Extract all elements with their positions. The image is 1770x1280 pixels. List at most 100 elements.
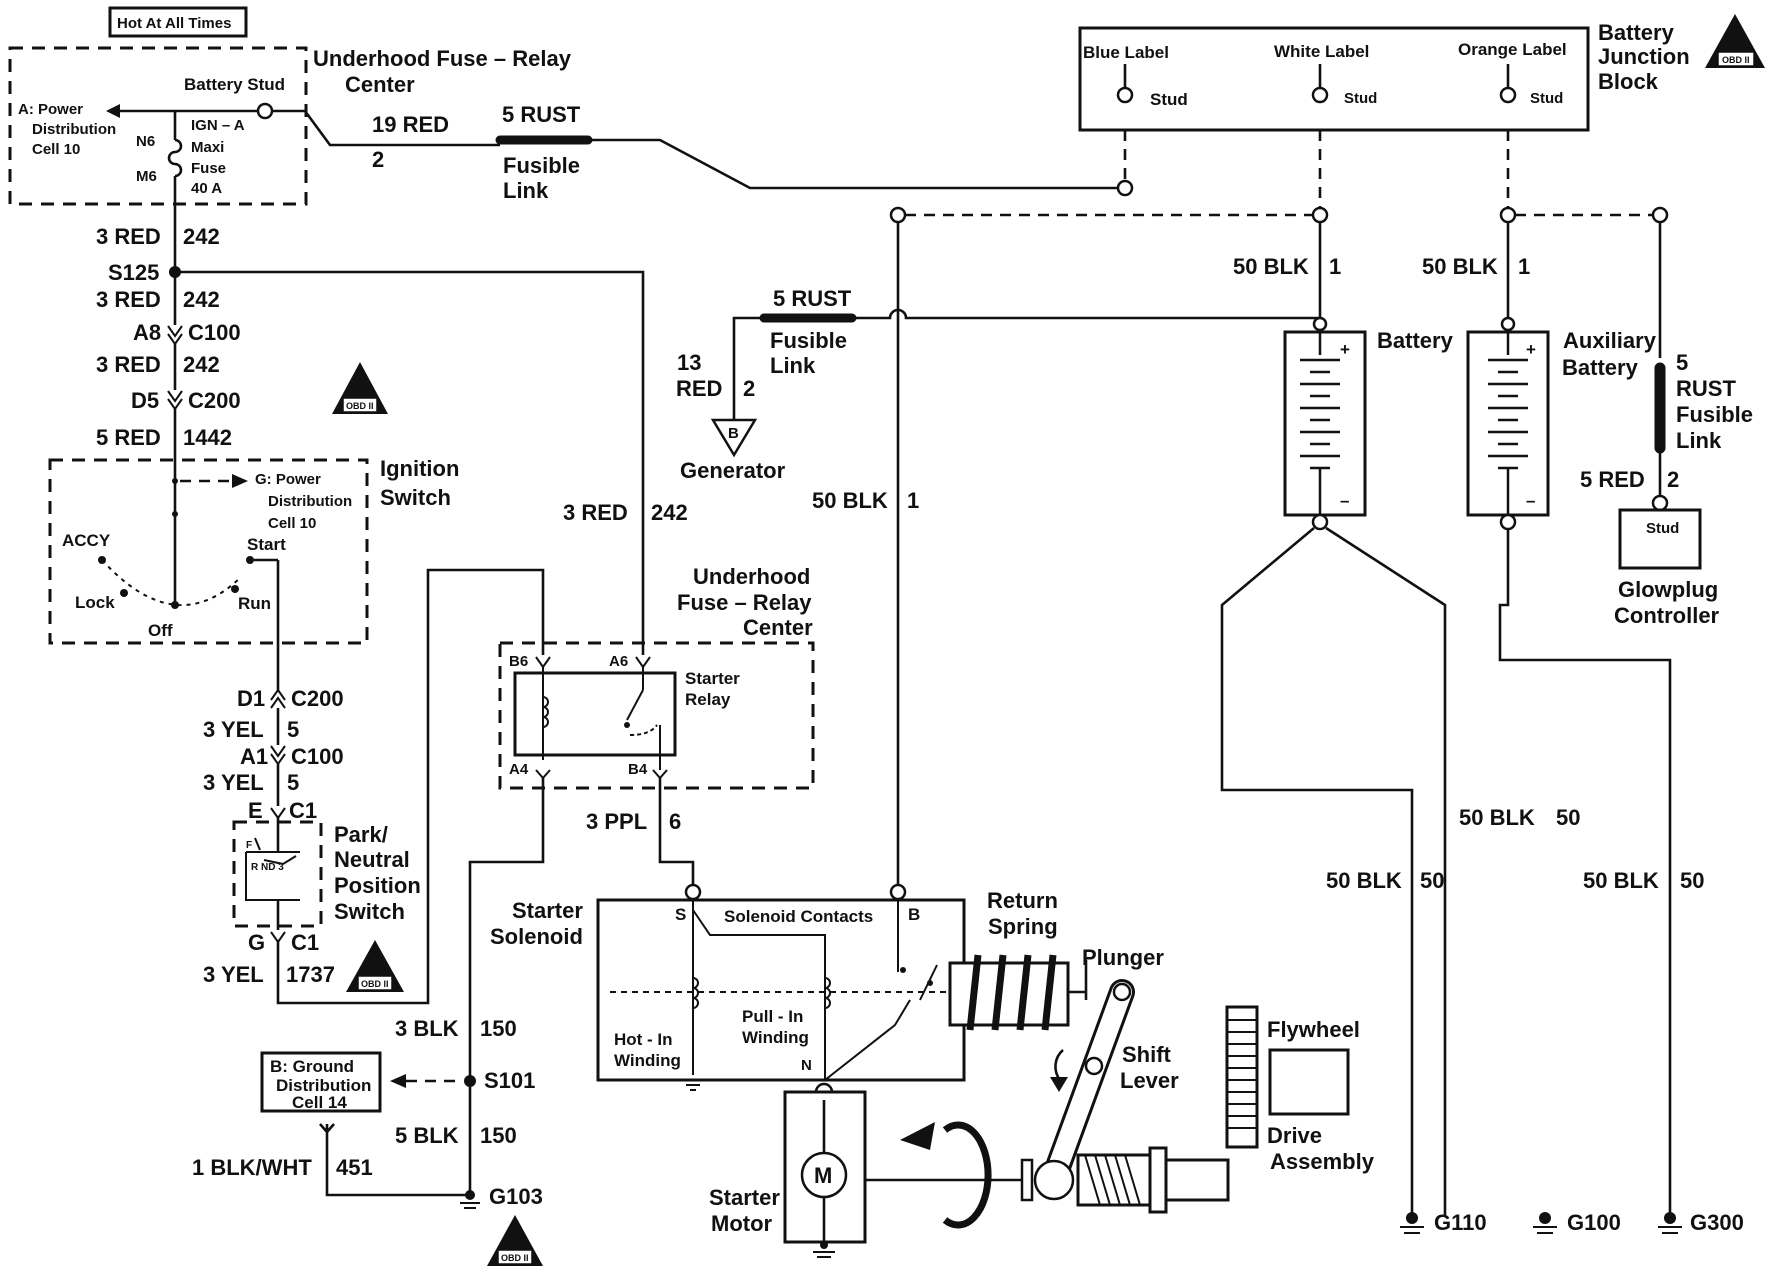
aux-battery-cells: [1488, 332, 1528, 515]
battery-stud-label: Battery Stud: [184, 75, 285, 94]
orange-label: Orange Label: [1458, 40, 1567, 59]
b4-label: B4: [628, 761, 648, 778]
d5-label: D5: [131, 388, 159, 413]
obd-badge-g103: [497, 1249, 533, 1265]
ign-run-point: [231, 585, 239, 593]
aux-neg-terminal: [1499, 513, 1517, 531]
arrow-g-power: [232, 474, 248, 488]
flywheel-block: [1268, 1048, 1350, 1116]
bus-terminal-aux: [1499, 206, 1517, 224]
connector-a4: [535, 769, 551, 780]
ground-symbol-g300: [1658, 1212, 1682, 1234]
shift-lever-inner: [1045, 982, 1132, 1185]
m6-label: M6: [136, 168, 157, 185]
maxi-fuse-2: Maxi: [191, 139, 224, 156]
battery-neg-terminal: [1311, 513, 1329, 531]
ignition-switch-box: [48, 458, 369, 645]
solenoid-b-terminal: [889, 883, 907, 901]
w-2-label: 2: [372, 147, 384, 172]
w-5-rust-label: 5 RUST: [502, 102, 581, 127]
return-spring-2: Spring: [988, 914, 1058, 939]
hot-at-all-times-box: [108, 6, 248, 38]
s125-label: S125: [108, 260, 159, 285]
w-5-red-label: 5 RED: [96, 425, 161, 450]
bus-terminal-glowplug: [1651, 206, 1669, 224]
battery-box: [1283, 330, 1367, 517]
c1-label-2: C1: [291, 930, 319, 955]
w-3-yel-1: 3 YEL: [203, 717, 264, 742]
flywheel-label: Flywheel: [1267, 1017, 1360, 1042]
ign-node-2: [172, 511, 178, 517]
drive-assembly-1: Drive: [1267, 1123, 1322, 1148]
wire-rust-to-bjb: [588, 138, 1118, 190]
wire-battery-g100: [1325, 526, 1447, 1215]
uhfrc-mid-title-2: Fuse – Relay: [677, 590, 812, 615]
drive-collar: [1148, 1146, 1168, 1214]
obd-text-left: OBD II: [346, 401, 374, 411]
gen-b-label: B: [728, 425, 739, 442]
plunger-label: Plunger: [1082, 945, 1164, 970]
bus-terminal-battery: [1311, 206, 1329, 224]
pnp-f: F: [246, 840, 252, 851]
solenoid-contact-2: [927, 980, 933, 986]
connector-a6: [635, 656, 651, 669]
w-50-g100: 50: [1556, 805, 1580, 830]
hot-at-all-times-label: Hot At All Times: [117, 15, 231, 32]
connector-c100-a8: [167, 325, 183, 346]
rust-fusible-3: Fusible: [1676, 402, 1753, 427]
pnp-rnd: R ND 3: [251, 862, 284, 873]
drive-pinion-hatch: [1084, 1154, 1141, 1206]
s-label: S: [675, 905, 686, 924]
battery-label: Battery: [1377, 328, 1454, 353]
w-19-red-label: 19 RED: [372, 112, 449, 137]
ign-off-point: [171, 601, 179, 609]
b-label: B: [908, 905, 920, 924]
pnp-title-4: Switch: [334, 899, 405, 924]
pnp-title-2: Neutral: [334, 847, 410, 872]
uhfrc-mid-title-3: Center: [743, 615, 813, 640]
connector-c1-g: [270, 931, 286, 944]
obd-badge-bjb: [1717, 51, 1755, 67]
run-label: Run: [238, 594, 271, 613]
n6-label: N6: [136, 133, 155, 150]
power-dist-a-1: A: Power: [18, 101, 83, 118]
maxi-fuse-symbol: [167, 138, 183, 178]
ign-accy-point: [98, 556, 106, 564]
relay-switch-spring: [629, 724, 658, 736]
ground-symbol-g100: [1533, 1212, 1557, 1234]
solenoid-pullin-wire: [692, 899, 826, 1080]
wire-1-blkwht-451: [319, 1123, 470, 1197]
stud-blue: [1116, 86, 1134, 104]
solenoid-contacts-label: Solenoid Contacts: [724, 907, 873, 926]
starter-solenoid-2: Solenoid: [490, 924, 583, 949]
w-150-2: 150: [480, 1123, 517, 1148]
stud-orange: [1499, 86, 1517, 104]
w-50-blk-g110: 50 BLK: [1326, 868, 1402, 893]
w-3-blk-label: 3 BLK: [395, 1016, 459, 1041]
battery-minus: –: [1340, 491, 1349, 510]
solenoid-ground-symbol: [682, 1079, 704, 1091]
fusible-link-top-2: Link: [503, 178, 549, 203]
blue-label: Blue Label: [1083, 43, 1169, 62]
underhood-fuse-relay-box-top: [8, 46, 308, 206]
w-1-aux: 1: [1518, 254, 1530, 279]
w-242-2: 242: [183, 287, 220, 312]
stud-blue-label: Stud: [1150, 90, 1188, 109]
relay-switch-contact: [624, 722, 630, 728]
ign-power-node: [172, 478, 178, 484]
connector-c100-a1: [270, 745, 286, 766]
relay-switch-arm: [626, 689, 644, 721]
uhfrc-mid-title-1: Underhood: [693, 564, 810, 589]
connector-b6: [535, 656, 551, 669]
shift-lever-1: Shift: [1122, 1042, 1172, 1067]
wire-13-red: [732, 316, 764, 420]
fusible-link-top-1: Fusible: [503, 153, 580, 178]
ignition-switch-title-1: Ignition: [380, 456, 459, 481]
battery-cells: [1300, 332, 1340, 515]
w-5-red-gp-label: 5 RED: [1580, 467, 1645, 492]
solenoid-contact-1: [900, 967, 906, 973]
rust-fusible-2: RUST: [1676, 376, 1736, 401]
g-power-2: Distribution: [268, 493, 352, 510]
drive-pinion: [1076, 1153, 1152, 1207]
